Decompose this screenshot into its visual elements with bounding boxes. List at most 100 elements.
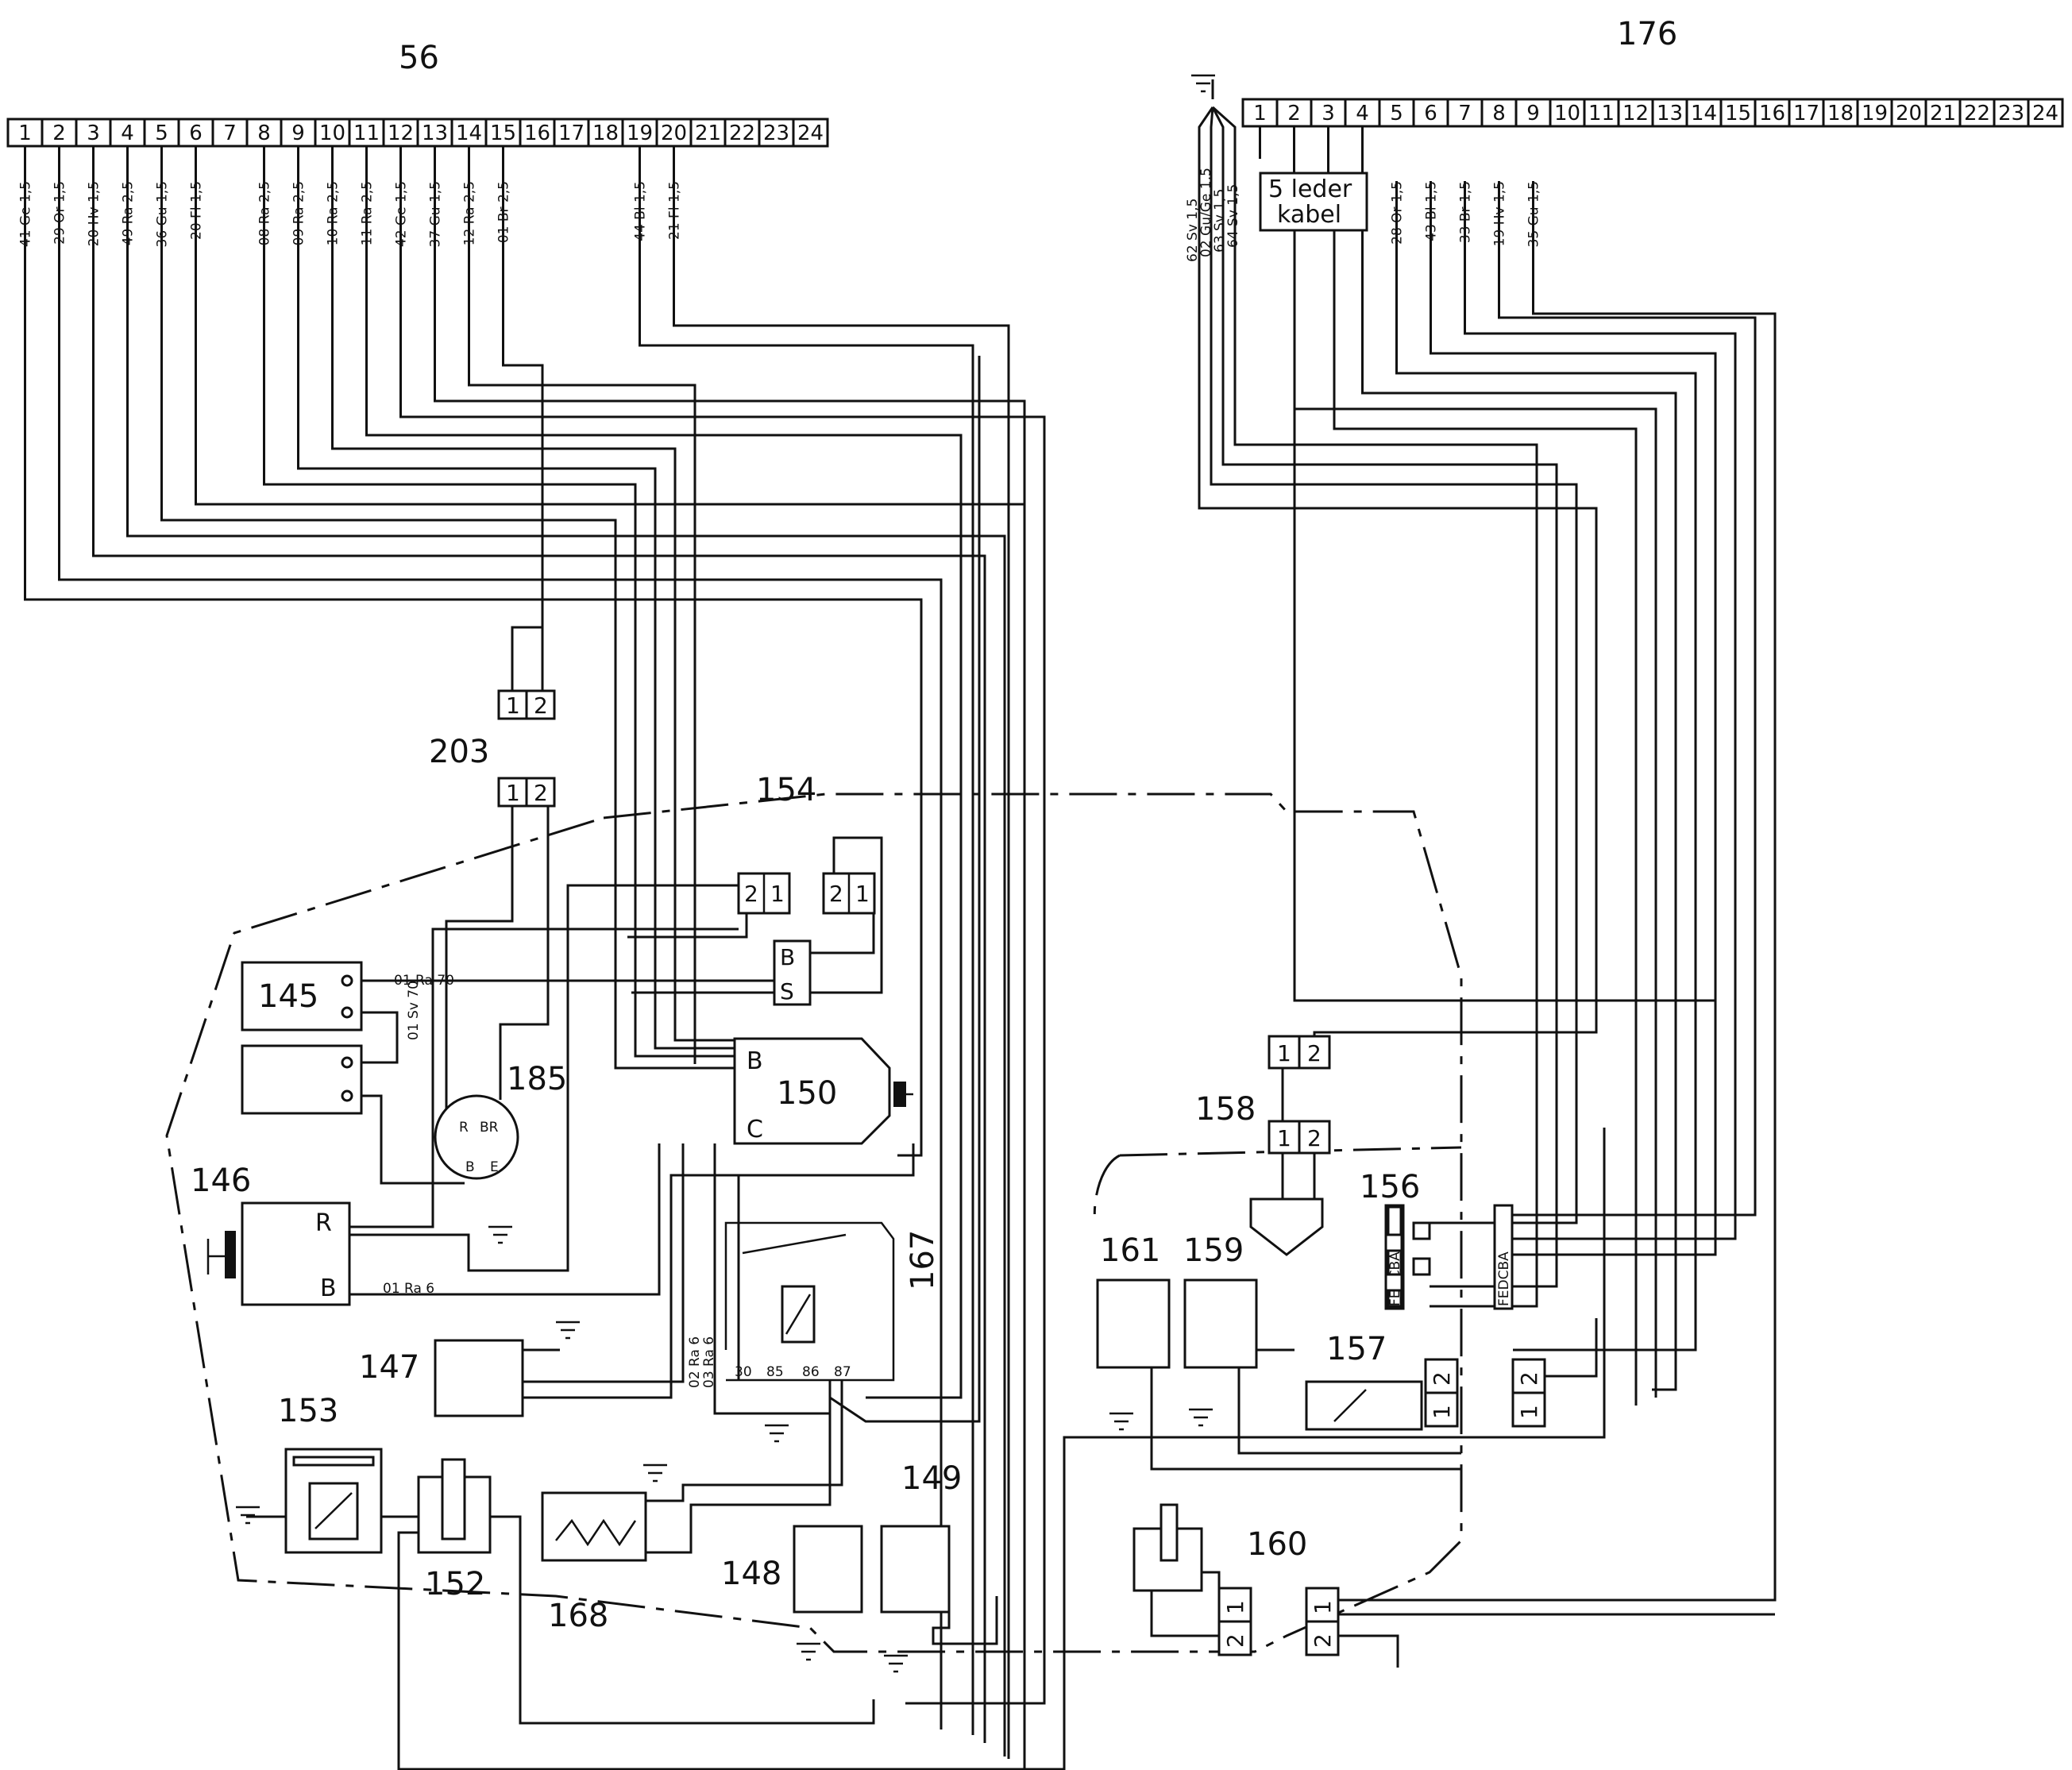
c56-pin-label: 4 <box>121 121 134 145</box>
c56-pin-label: 20 <box>661 121 687 145</box>
wire-147-b <box>523 1143 685 1383</box>
wire-145-link <box>347 1011 399 1064</box>
c56-pin-label: 2 <box>52 121 66 145</box>
c176-pin-label: 2 <box>1287 102 1301 125</box>
c176-gnd-b <box>1210 106 1578 1224</box>
c176-pin-14 <box>1685 98 1723 128</box>
c176-pin-17 <box>1788 98 1825 128</box>
wire-20-hv <box>92 146 986 1743</box>
component-146: R B <box>206 1201 351 1306</box>
wire-label-01-ra-6: 01 Ra 6 <box>383 1281 434 1297</box>
c176-pin-label: 4 <box>1356 102 1369 125</box>
svg-text:1: 1 <box>855 881 870 907</box>
c56-wire-label: 44 Bl 1,5 <box>633 181 649 241</box>
svg-text:B: B <box>465 1159 475 1175</box>
wire-11-ra <box>365 146 963 1399</box>
c176-pin-18 <box>1822 98 1859 128</box>
wire-159-bottom <box>1237 1367 1461 1455</box>
component-147-label: 147 <box>359 1349 419 1386</box>
c56-wire-label: 41 Ge 1,5 <box>18 181 34 247</box>
svg-text:2: 2 <box>1516 1371 1542 1386</box>
region-outline-left <box>165 792 1463 1653</box>
c176-pin-label: 5 <box>1390 102 1403 125</box>
wire-42-ge <box>399 146 1046 1705</box>
c176-pin-label: 24 <box>2032 102 2058 125</box>
c56-pin-label: 11 <box>353 121 380 145</box>
c56-wire-label: 20 Hv 1,5 <box>87 181 102 246</box>
c176-9 <box>1338 181 1777 1602</box>
c176-wire-label: 43 Bl 1,5 <box>1424 181 1440 241</box>
c56-pin-16 <box>519 118 556 148</box>
c176-pin-label: 21 <box>1930 102 1956 125</box>
c56-pin-21 <box>689 118 727 148</box>
c56-pin-label: 8 <box>257 121 271 145</box>
c176-pin-label: 3 <box>1322 102 1335 125</box>
wire-44-bl <box>639 146 974 1735</box>
c176-5 <box>1395 181 1697 1352</box>
svg-text:R: R <box>459 1120 469 1136</box>
c56-pin-label: 13 <box>422 121 448 145</box>
wire-49-ra <box>126 146 1006 1757</box>
c176-pin-label: 16 <box>1759 102 1785 125</box>
c176-pin-12 <box>1617 98 1654 128</box>
c176-ground-wire-label: 02 Gu/Ge 1,5 <box>1198 168 1214 257</box>
c56-pin-label: 3 <box>87 121 100 145</box>
wire-203-a <box>445 806 514 1151</box>
c56-wire-label: 12 Ra 2,5 <box>462 181 478 245</box>
component-161-label: 161 <box>1100 1232 1160 1269</box>
wire-sb-b <box>810 913 875 954</box>
c176-6 <box>1430 181 1717 1256</box>
component-167-relay: 30 85 86 87 <box>724 1221 895 1382</box>
c56-pin-24 <box>792 118 829 148</box>
component-149-label: 149 <box>901 1460 962 1497</box>
c176-wire-label: 35 Gu 1,5 <box>1526 181 1542 247</box>
c176-pin-24 <box>2027 98 2064 128</box>
svg-text:2: 2 <box>534 780 548 806</box>
c176-pin-10 <box>1549 98 1586 128</box>
c56-wire-label: 36 Gu 1,5 <box>155 181 171 247</box>
svg-text:B: B <box>320 1274 337 1302</box>
c176-gnd-c <box>1211 106 1558 1288</box>
c56-pin-label: 6 <box>189 121 203 145</box>
svg-text:150: 150 <box>777 1075 837 1112</box>
wire-149 <box>932 1596 998 1645</box>
wire-203-b <box>499 806 550 1100</box>
c56-pin-label: 15 <box>490 121 516 145</box>
c56-wire-label: 29 Or 1,5 <box>52 181 68 245</box>
svg-text:1: 1 <box>770 881 785 907</box>
c56-pin-17 <box>553 118 590 148</box>
svg-text:2: 2 <box>1310 1633 1336 1648</box>
component-159-label: 159 <box>1183 1232 1244 1269</box>
c176-pin-label: 11 <box>1588 102 1615 125</box>
c56-pin-23 <box>758 118 795 148</box>
wire-160-a <box>1202 1571 1221 1588</box>
c56-pin-label: 16 <box>524 121 550 145</box>
c56-wire-label: 49 Ra 2,5 <box>121 181 137 245</box>
c176-pin-23 <box>1993 98 2030 128</box>
wire-sb-s <box>810 836 883 994</box>
region-outline-right-side <box>1093 1154 1121 1224</box>
component-156-valves <box>1384 1221 1431 1292</box>
c56-pin-label: 1 <box>18 121 32 145</box>
svg-text:S: S <box>780 978 794 1005</box>
c56-pin-label: 24 <box>797 121 824 145</box>
svg-text:2: 2 <box>1307 1040 1322 1066</box>
c56-pin-label: 23 <box>763 121 789 145</box>
c56-pin-label: 7 <box>223 121 237 145</box>
wire-37-gu <box>434 146 1026 1620</box>
c176-pin-label: 23 <box>1998 102 2024 125</box>
c176-pin-label: 9 <box>1526 102 1540 125</box>
wire-relay-86 <box>713 1143 832 1415</box>
svg-text:2: 2 <box>829 881 843 907</box>
wire-08-ra <box>263 146 735 1058</box>
c56-wire-label: 08 Ra 2,5 <box>257 181 273 245</box>
wire-145-b <box>347 1094 465 1185</box>
c176-cable-upper <box>1293 230 1717 1052</box>
c176-pin-label: 10 <box>1554 102 1580 125</box>
component-167-label: 167 <box>905 1230 941 1290</box>
